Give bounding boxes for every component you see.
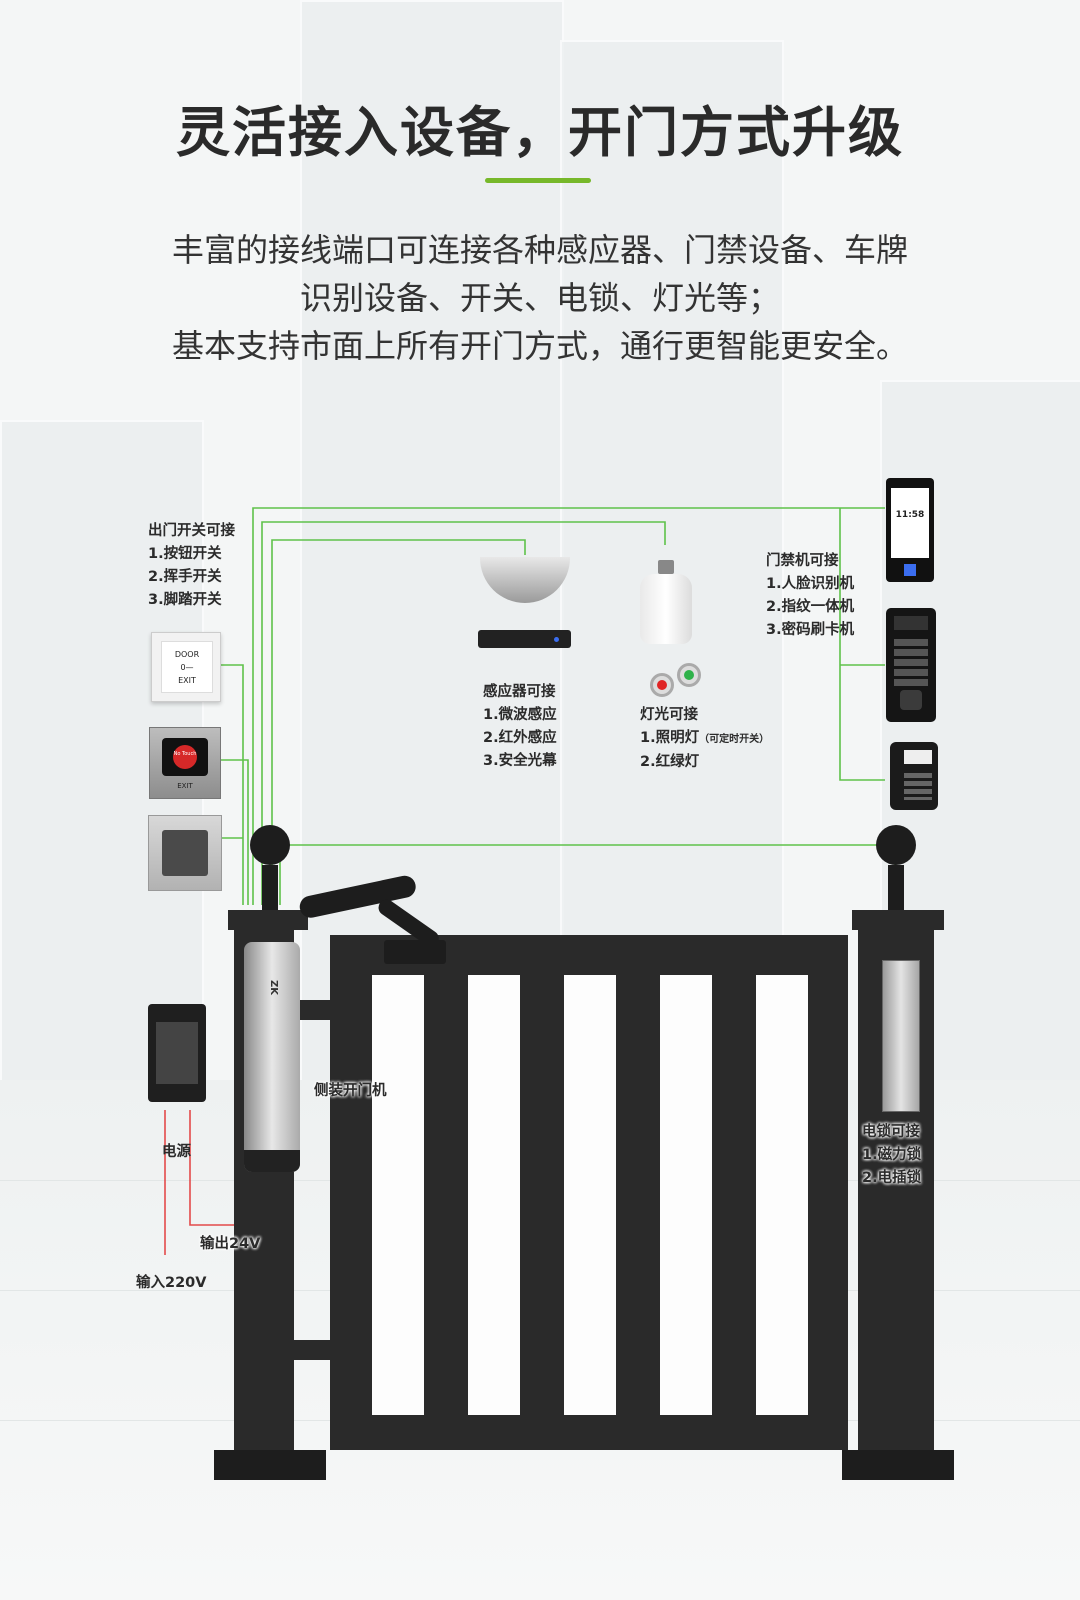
gate-right-finial-neck <box>888 865 904 910</box>
access-item: 3.密码刷卡机 <box>766 622 855 638</box>
no-touch-exit-button: No Touch EXIT <box>149 727 221 799</box>
exit-switch-item: 1.按钮开关 <box>148 546 222 562</box>
sensor-item: 1.微波感应 <box>483 707 557 723</box>
gate-left-finial <box>250 825 290 865</box>
lock-heading: 电锁可接 <box>862 1124 920 1140</box>
intro-line: 识别设备、开关、电锁、灯光等； <box>299 279 780 317</box>
power-supply <box>148 1004 206 1102</box>
light-label: 灯光可接 1.照明灯（可定时开关） 2.红绿灯 <box>640 704 769 774</box>
exit-switch-item: 2.挥手开关 <box>148 569 222 585</box>
door-exit-button: DOOR 0— EXIT <box>151 632 221 702</box>
intro-line: 基本支持市面上所有开门方式，通行更智能更安全。 <box>171 327 908 365</box>
gate-hinge-bar <box>294 1340 330 1360</box>
intro-text: 丰富的接线端口可连接各种感应器、门禁设备、车牌 识别设备、开关、电锁、灯光等； … <box>0 226 1080 370</box>
light-item: 1.照明灯 <box>640 730 700 746</box>
intro-line: 丰富的接线端口可连接各种感应器、门禁设备、车牌 <box>171 231 908 269</box>
gate-slat <box>372 975 424 1415</box>
power-label: 电源 <box>162 1144 191 1160</box>
access-item: 1.人脸识别机 <box>766 576 855 592</box>
card-password-terminal <box>890 742 938 810</box>
lock-label: 电锁可接 1.磁力锁 2.电插锁 <box>862 1121 921 1190</box>
title-underline <box>485 178 591 183</box>
access-control-label: 门禁机可接 1.人脸识别机 2.指纹一体机 3.密码刷卡机 <box>766 550 854 642</box>
door-text: DOOR <box>174 650 200 659</box>
side-mounted-opener: ZK <box>244 942 300 1172</box>
magnetic-lock <box>882 960 920 1112</box>
exit-text: EXIT <box>178 676 196 685</box>
sensor-item: 2.红外感应 <box>483 730 557 746</box>
light-item: 2.红绿灯 <box>640 754 700 770</box>
power-output-label: 输出24V <box>200 1236 261 1252</box>
opener-brand-text: ZK <box>268 980 279 995</box>
opener-bracket <box>384 940 446 964</box>
red-indicator-light <box>650 673 674 697</box>
fingerprint-terminal <box>886 608 936 722</box>
gate-slat <box>756 975 808 1415</box>
light-item-note: （可定时开关） <box>699 734 770 745</box>
opener-label: 侧装开门机 <box>314 1083 387 1099</box>
gate-right-base <box>842 1450 954 1480</box>
gate-left-post-cap <box>228 910 308 930</box>
no-touch-text: No Touch <box>173 751 197 757</box>
gate-slat <box>468 975 520 1415</box>
infrared-sensor <box>478 630 571 648</box>
exit-switch-label: 出门开关可接 1.按钮开关 2.挥手开关 3.脚踏开关 <box>148 520 235 612</box>
exit-switch-heading: 出门开关可接 <box>148 523 235 539</box>
exit-text: EXIT <box>177 782 193 790</box>
panel-switch <box>148 815 222 891</box>
green-indicator-light <box>677 663 701 687</box>
lock-item: 1.磁力锁 <box>862 1147 922 1163</box>
key-icon: 0— <box>180 663 194 672</box>
gate-right-post-cap <box>852 910 944 930</box>
gate-hinge-bar <box>294 1000 330 1020</box>
sensor-label: 感应器可接 1.微波感应 2.红外感应 3.安全光幕 <box>483 681 557 773</box>
gate-left-finial-neck <box>262 865 278 910</box>
face-recognition-terminal: 11:58 <box>886 478 934 582</box>
gate-left-base <box>214 1450 326 1480</box>
access-heading: 门禁机可接 <box>766 553 839 569</box>
gate-slat <box>564 975 616 1415</box>
light-heading: 灯光可接 <box>640 707 698 723</box>
exit-switch-item: 3.脚踏开关 <box>148 592 222 608</box>
face-terminal-time: 11:58 <box>895 510 925 520</box>
lock-item: 2.电插锁 <box>862 1170 922 1186</box>
sensor-heading: 感应器可接 <box>483 684 556 700</box>
access-item: 2.指纹一体机 <box>766 599 855 615</box>
sensor-item: 3.安全光幕 <box>483 753 557 769</box>
power-input-label: 输入220V <box>136 1275 207 1291</box>
page-title: 灵活接入设备，开门方式升级 <box>176 101 904 164</box>
light-bulb <box>640 560 692 644</box>
gate-slat <box>660 975 712 1415</box>
gate-right-finial <box>876 825 916 865</box>
